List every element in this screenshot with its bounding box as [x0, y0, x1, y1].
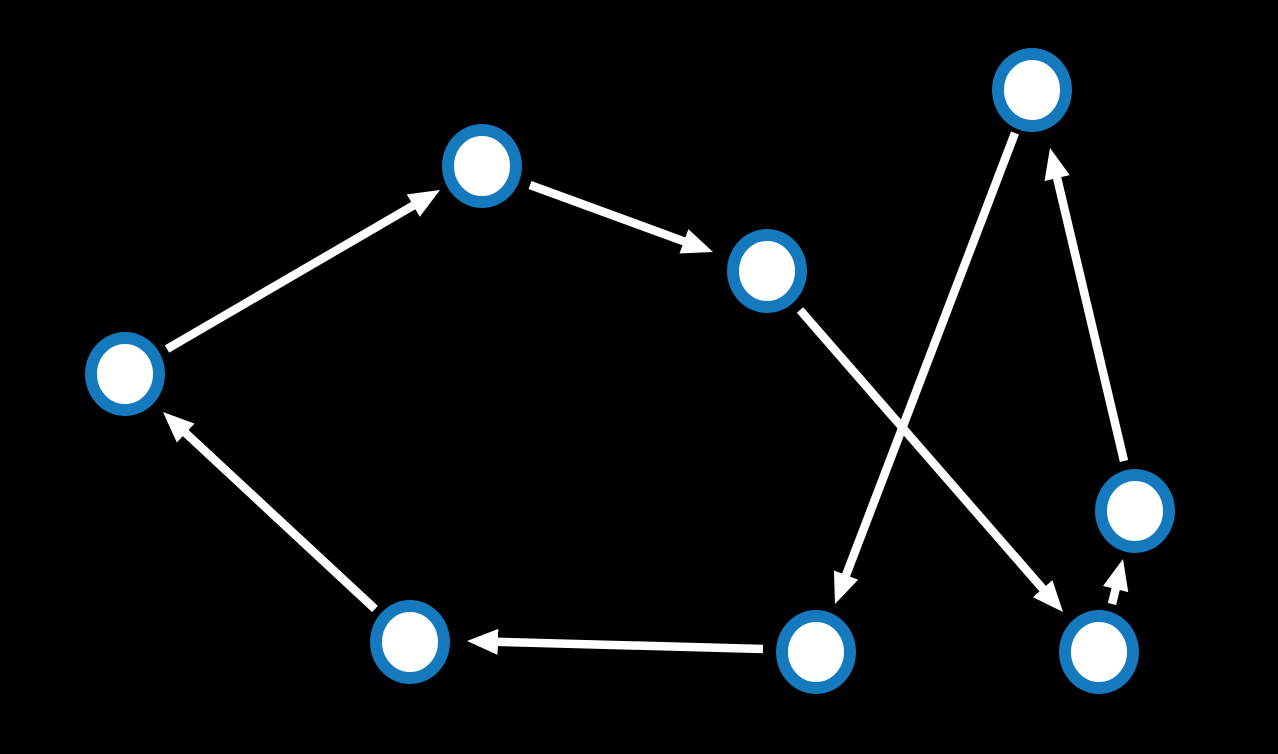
graph-node-right-middle[interactable]: [1095, 469, 1175, 553]
graph-edge-n4-n2[interactable]: [164, 190, 441, 353]
graph-edge-n1-n7[interactable]: [833, 131, 1019, 605]
node-circle[interactable]: [992, 48, 1072, 132]
graph-node-upper-middle[interactable]: [442, 124, 522, 208]
graph-node-bottom-center[interactable]: [776, 610, 856, 694]
graph-node-bottom-right[interactable]: [1059, 610, 1139, 694]
graph-node-top-right[interactable]: [992, 48, 1072, 132]
node-circle[interactable]: [776, 610, 856, 694]
node-circle[interactable]: [85, 332, 165, 416]
graph-edge-n7-n6[interactable]: [466, 628, 764, 655]
graph-edge-n2-n3[interactable]: [528, 181, 713, 254]
node-circle[interactable]: [370, 600, 450, 684]
graph-node-center[interactable]: [727, 229, 807, 313]
node-circle[interactable]: [442, 124, 522, 208]
graph-node-bottom-left[interactable]: [370, 600, 450, 684]
node-circle[interactable]: [1095, 469, 1175, 553]
graph-edge-n3-n8[interactable]: [796, 307, 1064, 612]
graph-edge-n6-n4[interactable]: [163, 411, 378, 613]
graph-edge-n5-n1[interactable]: [1044, 148, 1129, 462]
node-circle[interactable]: [727, 229, 807, 313]
node-circle[interactable]: [1059, 610, 1139, 694]
graph-edge-n8-n5[interactable]: [1103, 558, 1129, 606]
graph-node-left[interactable]: [85, 332, 165, 416]
